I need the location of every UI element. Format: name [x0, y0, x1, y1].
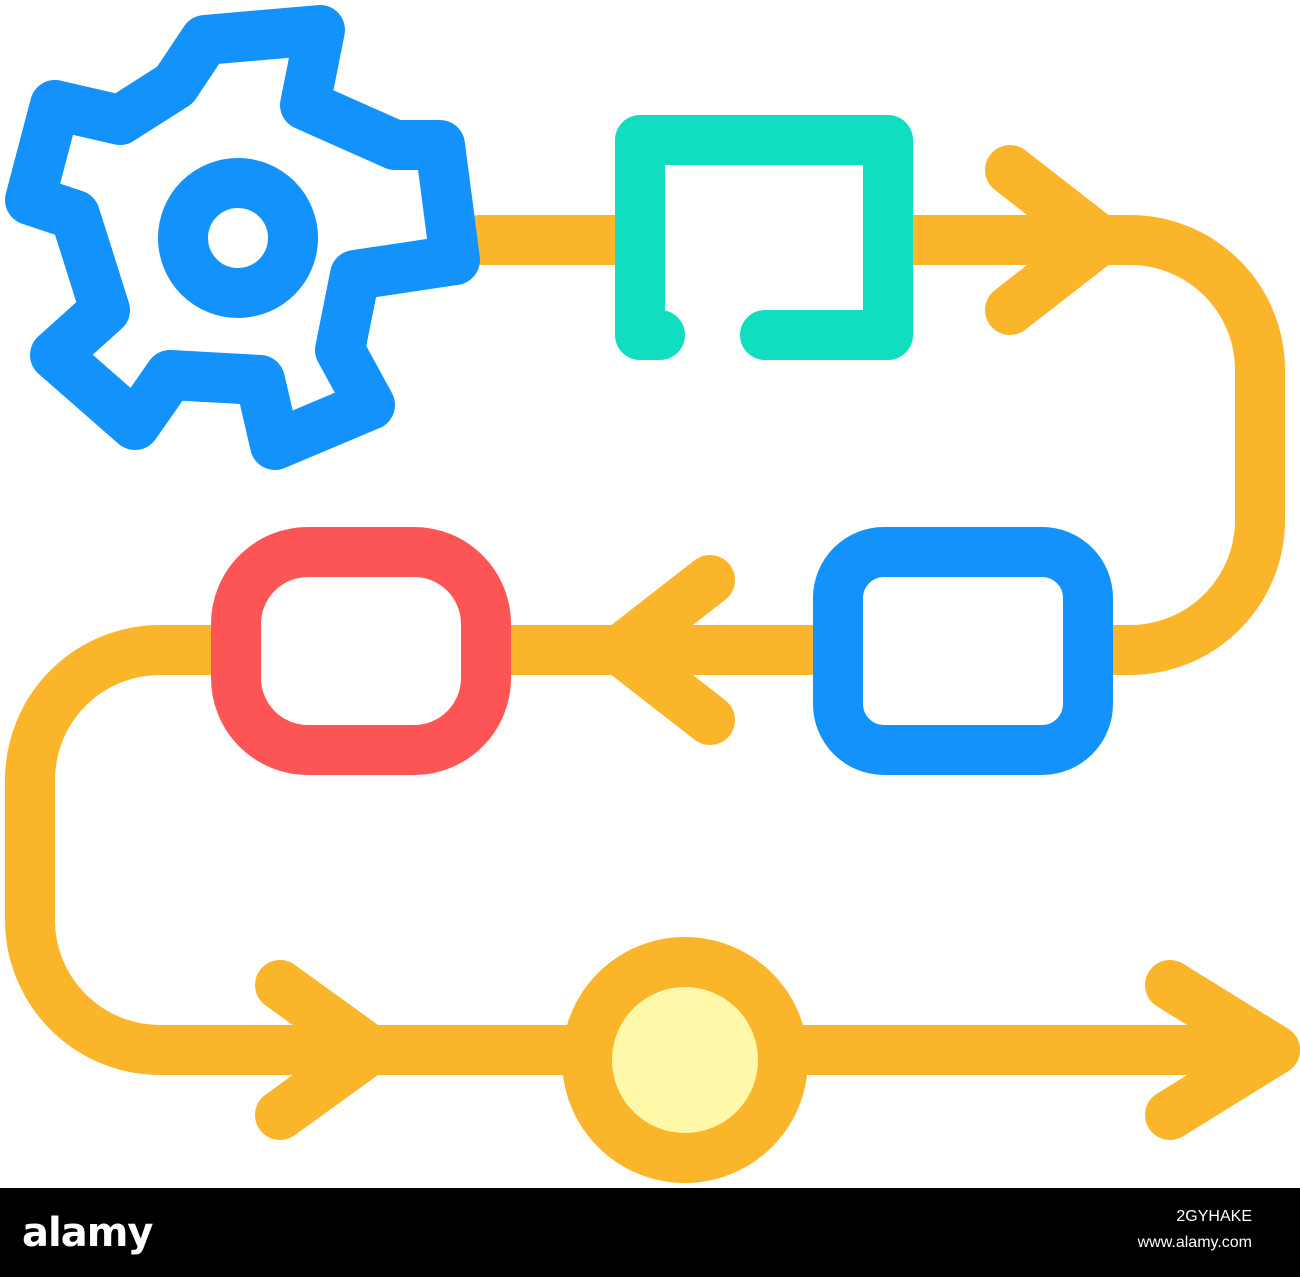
watermark-footer: alamy 2GYHAKE www.alamy.com — [0, 1188, 1300, 1277]
gear-hub-ring — [158, 158, 318, 318]
image-id: 2GYHAKE — [1176, 1208, 1252, 1225]
arrow-head-bottom-left — [255, 960, 395, 1140]
arrow-head-middle-left — [595, 555, 735, 745]
brand-logo: alamy — [22, 1210, 153, 1256]
red-rounded-box — [211, 527, 511, 775]
arrow-head-top-right — [985, 145, 1125, 335]
process-workflow-illustration — [5, 5, 1300, 1183]
site-url: www.alamy.com — [1137, 1234, 1252, 1251]
arrow-head-bottom-right — [1145, 960, 1300, 1140]
blue-box — [813, 527, 1113, 775]
green-open-box — [615, 115, 913, 360]
end-circle — [562, 937, 808, 1183]
gear-icon — [5, 5, 480, 470]
